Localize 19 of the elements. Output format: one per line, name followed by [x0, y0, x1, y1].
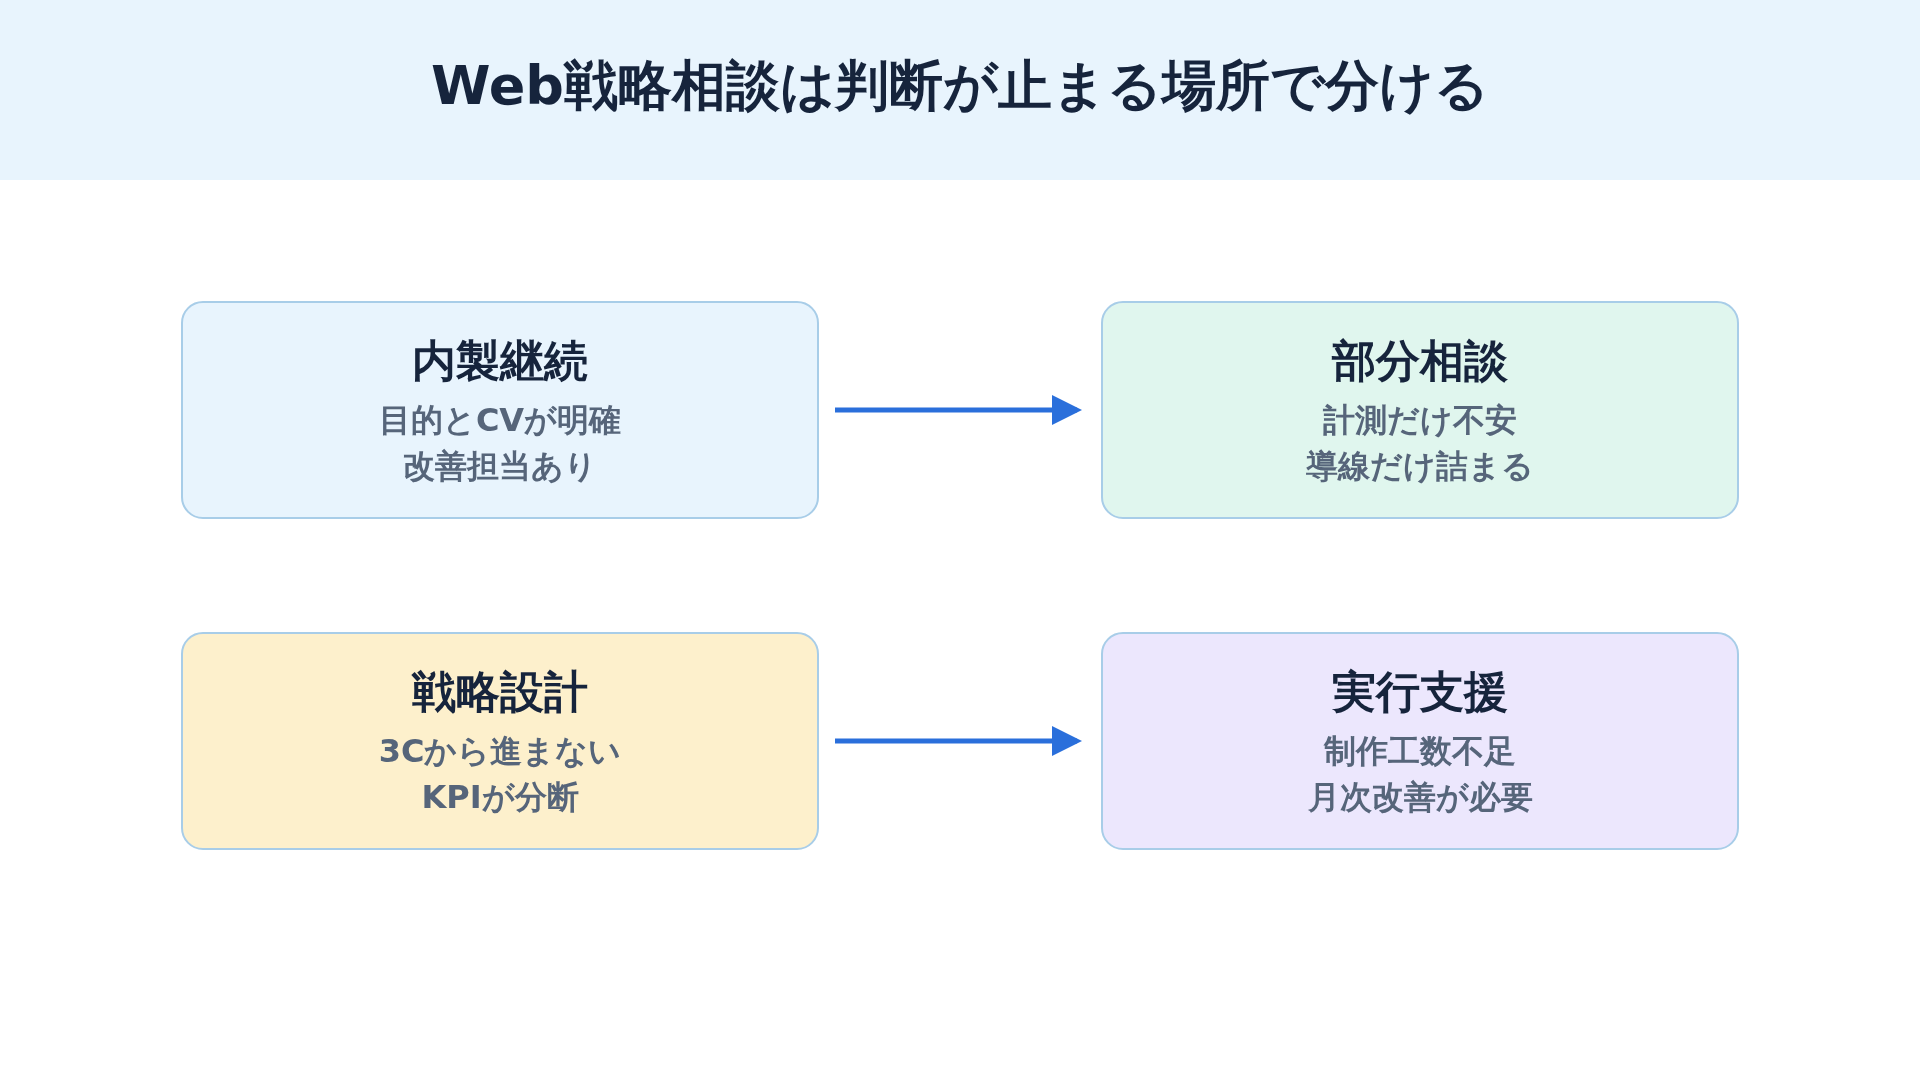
box-text: KPIが分断 [421, 776, 579, 818]
option-box [181, 632, 819, 850]
box-text: 計測だけ不安 [1323, 399, 1517, 441]
box-heading: 実行支援 [1332, 664, 1508, 719]
box-text: 3Cから進まない [378, 730, 622, 772]
title: Web戦略相談は判断が止まる場所で分ける [430, 53, 1490, 119]
option-box [181, 301, 819, 519]
box-heading: 戦略設計 [412, 664, 588, 719]
box-text: 月次改善が必要 [1307, 776, 1533, 818]
arrow [835, 726, 1082, 756]
option-box [1101, 632, 1739, 850]
box-heading: 部分相談 [1332, 333, 1508, 388]
box-text: 導線だけ詰まる [1306, 445, 1534, 487]
option-box [1101, 301, 1739, 519]
box-heading: 内製継続 [412, 333, 588, 388]
box-text: 目的とCVが明確 [378, 399, 622, 441]
arrow [835, 395, 1082, 425]
box-text: 改善担当あり [403, 445, 597, 487]
box-text: 制作工数不足 [1324, 730, 1516, 772]
